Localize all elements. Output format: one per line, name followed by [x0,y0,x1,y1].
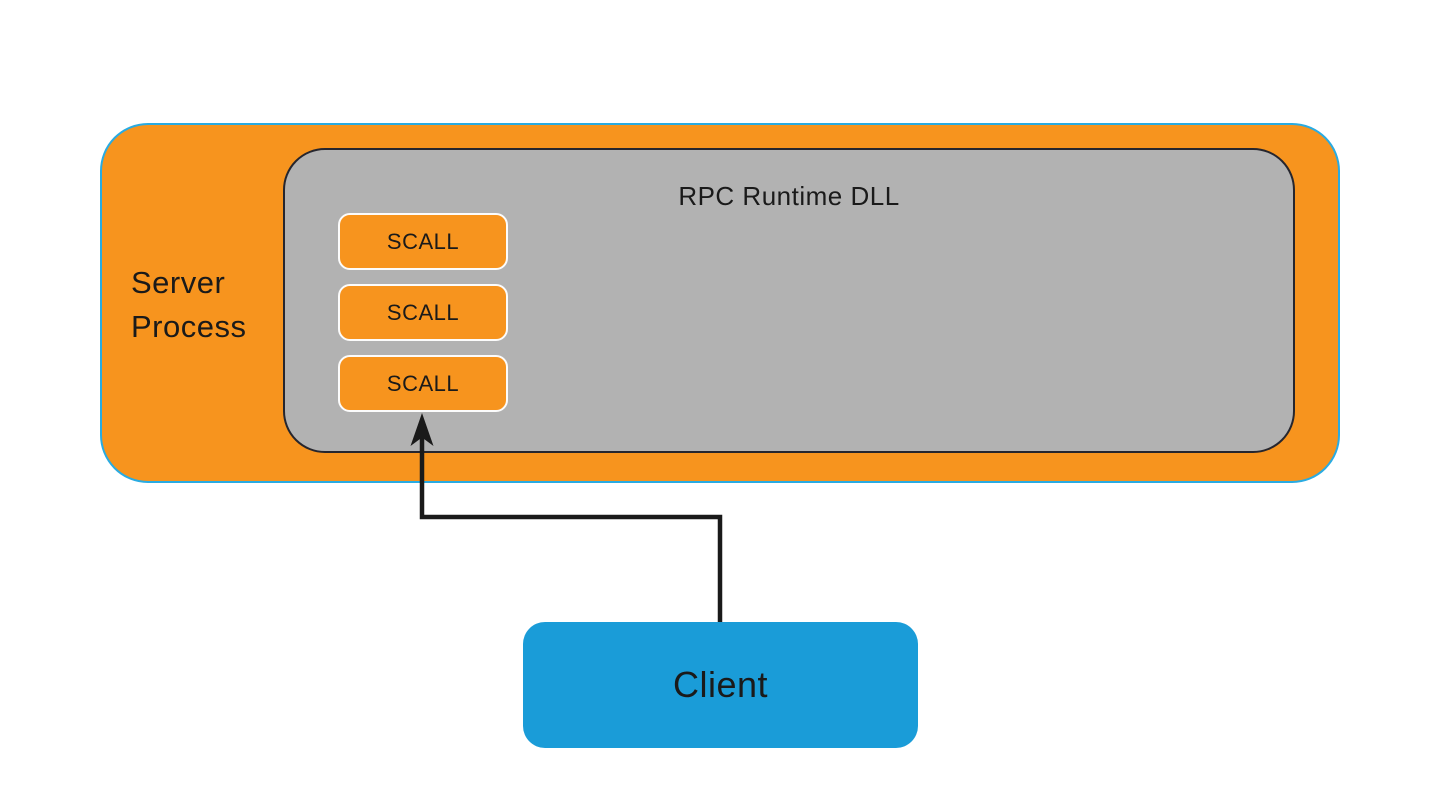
scall-box-1: SCALL [338,213,508,270]
scall-box-2: SCALL [338,284,508,341]
scall-box-3: SCALL [338,355,508,412]
client-box: Client [523,622,918,748]
rpc-runtime-dll-label: RPC Runtime DLL [678,181,900,211]
server-process-label: Server Process [131,265,247,344]
